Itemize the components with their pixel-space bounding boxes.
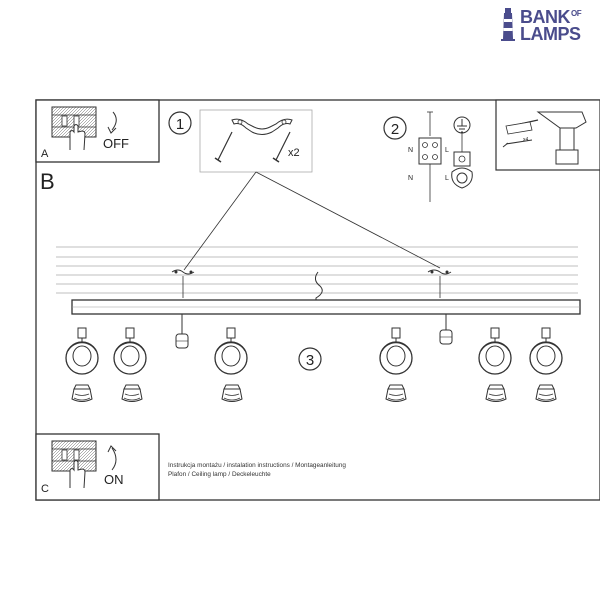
rail-screw-left	[175, 314, 189, 349]
ceiling-bracket-right	[427, 269, 452, 298]
hand-icon	[69, 124, 86, 151]
hand-icon	[69, 460, 86, 489]
globe-lamp-3	[214, 327, 248, 375]
brand-word-of: OF	[571, 9, 582, 18]
wall-plug-icon	[502, 121, 533, 148]
on-label: ON	[104, 472, 124, 487]
drill-panel: x4	[495, 99, 600, 171]
ceiling	[56, 246, 578, 294]
globe-lamp-6	[529, 327, 563, 375]
brand-logo: BANKOF LAMPS	[498, 6, 598, 44]
terminal-block-icon	[418, 111, 442, 202]
lighthouse-icon	[501, 8, 515, 41]
caption-product: Plafon / Ceiling lamp / Deckeleuchte	[168, 471, 271, 478]
brand-name-line2: LAMPS	[520, 24, 581, 44]
globe-lamp-1	[65, 327, 99, 375]
power-cable	[314, 271, 323, 302]
spot-lamp-6	[535, 384, 557, 402]
globe-lamp-2	[113, 327, 147, 375]
step-2-number: 2	[391, 121, 399, 138]
panel-c: C ON	[35, 433, 160, 501]
step-3: 3	[298, 347, 322, 371]
spot-lamp-2	[121, 384, 143, 402]
lamp-rail	[71, 299, 581, 315]
spot-lamp-5	[485, 384, 507, 402]
spot-lamp-1	[71, 384, 93, 402]
globe-lamp-4	[379, 327, 413, 375]
spot-lamp-4	[385, 384, 407, 402]
terminal-l-top: L	[445, 147, 449, 154]
panel-a: A OFF	[35, 99, 160, 163]
rail-screw-right	[439, 314, 453, 345]
brand-word-bank: BANK	[520, 7, 571, 27]
step-1-number: 1	[176, 116, 184, 133]
screw-icon	[214, 131, 291, 163]
off-label: OFF	[103, 136, 129, 151]
panel-c-letter: C	[41, 483, 49, 495]
panel-a-letter: A	[41, 148, 49, 160]
drill-quantity: x4	[523, 137, 529, 143]
brand-name-line1: BANKOF	[520, 7, 582, 28]
arrow-down-icon	[107, 111, 117, 134]
step-1: 1 x2	[168, 109, 313, 173]
terminal-n-bottom: N	[408, 175, 413, 182]
terminal-n-top: N	[408, 147, 413, 154]
terminal-l-bottom: L	[445, 175, 449, 182]
globe-lamp-5	[478, 327, 512, 375]
ground-symbol-icon	[453, 116, 471, 152]
spot-lamp-3	[221, 384, 243, 402]
mounting-bracket-icon	[231, 118, 293, 135]
step-1-quantity: x2	[288, 147, 300, 159]
panel-b-letter: B	[40, 169, 55, 194]
step-2: 2 N L N L	[383, 111, 473, 202]
main-frame	[35, 99, 600, 501]
ceiling-bracket-left	[171, 269, 195, 298]
caption-instructions: Instrukcja montażu / instalation instruc…	[168, 462, 346, 469]
ground-terminal-icon	[451, 151, 473, 189]
leader-lines	[183, 171, 441, 271]
step-3-number: 3	[306, 352, 314, 369]
arrow-up-icon	[107, 445, 117, 471]
